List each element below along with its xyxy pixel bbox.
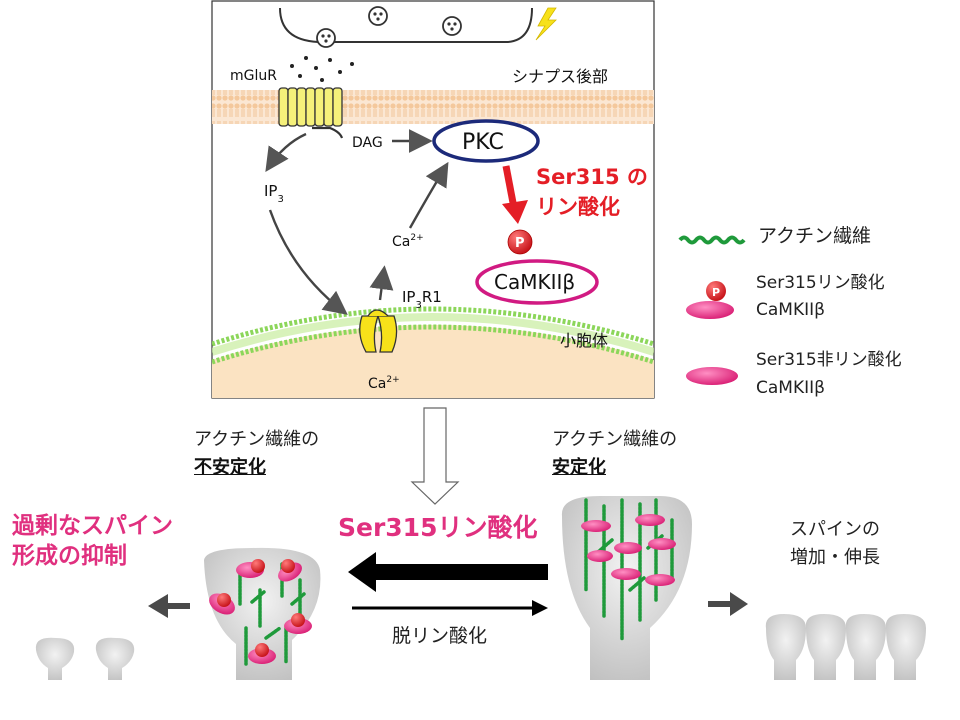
lightning-icon (535, 7, 557, 41)
ip3-label: IP3 (264, 182, 284, 205)
er-membrane-inner (212, 324, 654, 365)
er-lumen (212, 325, 654, 398)
down-arrow (410, 407, 460, 505)
phospho-camk-left (209, 559, 312, 664)
arrow-to-ip3 (265, 132, 307, 172)
arrow-ip3-ip3r1 (268, 209, 348, 315)
er-label: 小胞体 (560, 331, 608, 350)
spine-left (204, 547, 321, 680)
dag-label: DAG (352, 135, 383, 151)
neurotransmitter-dots (290, 56, 354, 82)
legend-phos-label-1: Ser315リン酸化 (756, 273, 885, 293)
small-spines-left (35, 637, 135, 680)
mglur-label: mGluR (230, 68, 277, 84)
growth-label-1: スパインの (790, 519, 880, 540)
legend-nonphos-blob (686, 367, 738, 385)
legend-actin-label: アクチン繊維 (758, 225, 872, 247)
camk-right (581, 514, 676, 586)
arrow-to-small-spines (148, 594, 190, 618)
phosphorylation-big-arrow (348, 552, 548, 592)
suppress-label-1: 過剰なスパイン (12, 513, 173, 539)
suppress-label-2: 形成の抑制 (12, 543, 127, 569)
legend-phos-p-label: P (712, 286, 720, 299)
phospho-label-2: リン酸化 (536, 195, 620, 219)
left-caption-line2: 不安定化 (194, 457, 266, 478)
ip3r1-label: IP3R1 (402, 288, 442, 311)
ip3r1-channel (359, 309, 398, 353)
phosphorylation-arrow (502, 165, 518, 209)
p-ball-label: P (515, 236, 525, 251)
left-caption-line1: アクチン繊維の (194, 429, 320, 450)
growth-label-2: 増加・伸長 (790, 547, 880, 568)
legend-phos-blob (686, 301, 734, 319)
right-caption-line2: 安定化 (552, 457, 606, 478)
legend-phos-label-2: CaMKIIβ (756, 300, 825, 320)
camk-label: CaMKIIβ (494, 270, 575, 294)
postsynaptic-membrane (212, 90, 654, 124)
arrow-ca-pkc (408, 161, 449, 229)
phospho-label-1: Ser315 の (536, 165, 648, 189)
legend-actin-swatch (678, 235, 746, 245)
right-caption-line1: アクチン繊維の (552, 429, 678, 450)
ca-er-label: Ca2+ (368, 375, 400, 392)
growing-spines-right (765, 614, 926, 680)
pkc-label: PKC (462, 130, 504, 155)
camk-node (475, 259, 599, 305)
dephosphorylation-label: 脱リン酸化 (392, 625, 488, 647)
mglur-receptor (278, 87, 343, 127)
phospho-p-ball (507, 229, 533, 255)
legend-nonphos-label-1: Ser315非リン酸化 (756, 350, 902, 370)
pkc-node (432, 119, 540, 163)
legend-nonphos-label-2: CaMKIIβ (756, 378, 825, 398)
postsynaptic-label: シナプス後部 (512, 67, 608, 86)
arrow-to-growing-spines (708, 592, 748, 616)
arrow-mglur-dag (312, 126, 344, 139)
presynaptic-terminal (279, 7, 533, 43)
ca-cytosol-label: Ca2+ (392, 233, 424, 250)
phosphorylation-label: Ser315リン酸化 (338, 513, 538, 542)
arrow-channel-ca (369, 265, 394, 301)
legend-phos-p (706, 281, 726, 301)
er-membrane-outer (212, 306, 654, 347)
vesicles (316, 6, 462, 48)
